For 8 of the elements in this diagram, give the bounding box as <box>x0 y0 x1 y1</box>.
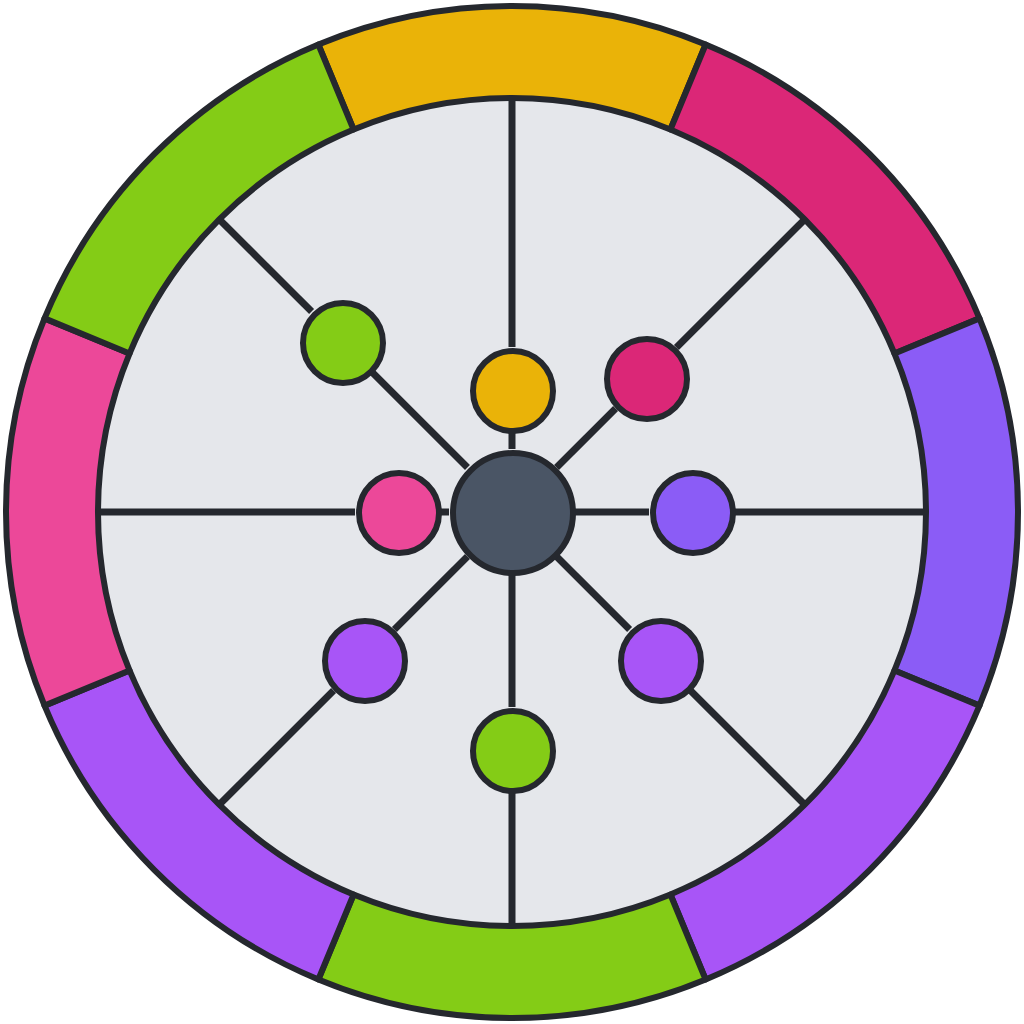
connector-line <box>369 369 470 470</box>
connector-line <box>508 433 516 449</box>
connector-line <box>391 554 470 633</box>
connector-line <box>575 508 649 516</box>
connector-line <box>554 554 633 633</box>
center-hub <box>449 449 575 575</box>
connector-line <box>554 405 619 470</box>
connector-line <box>508 575 516 707</box>
